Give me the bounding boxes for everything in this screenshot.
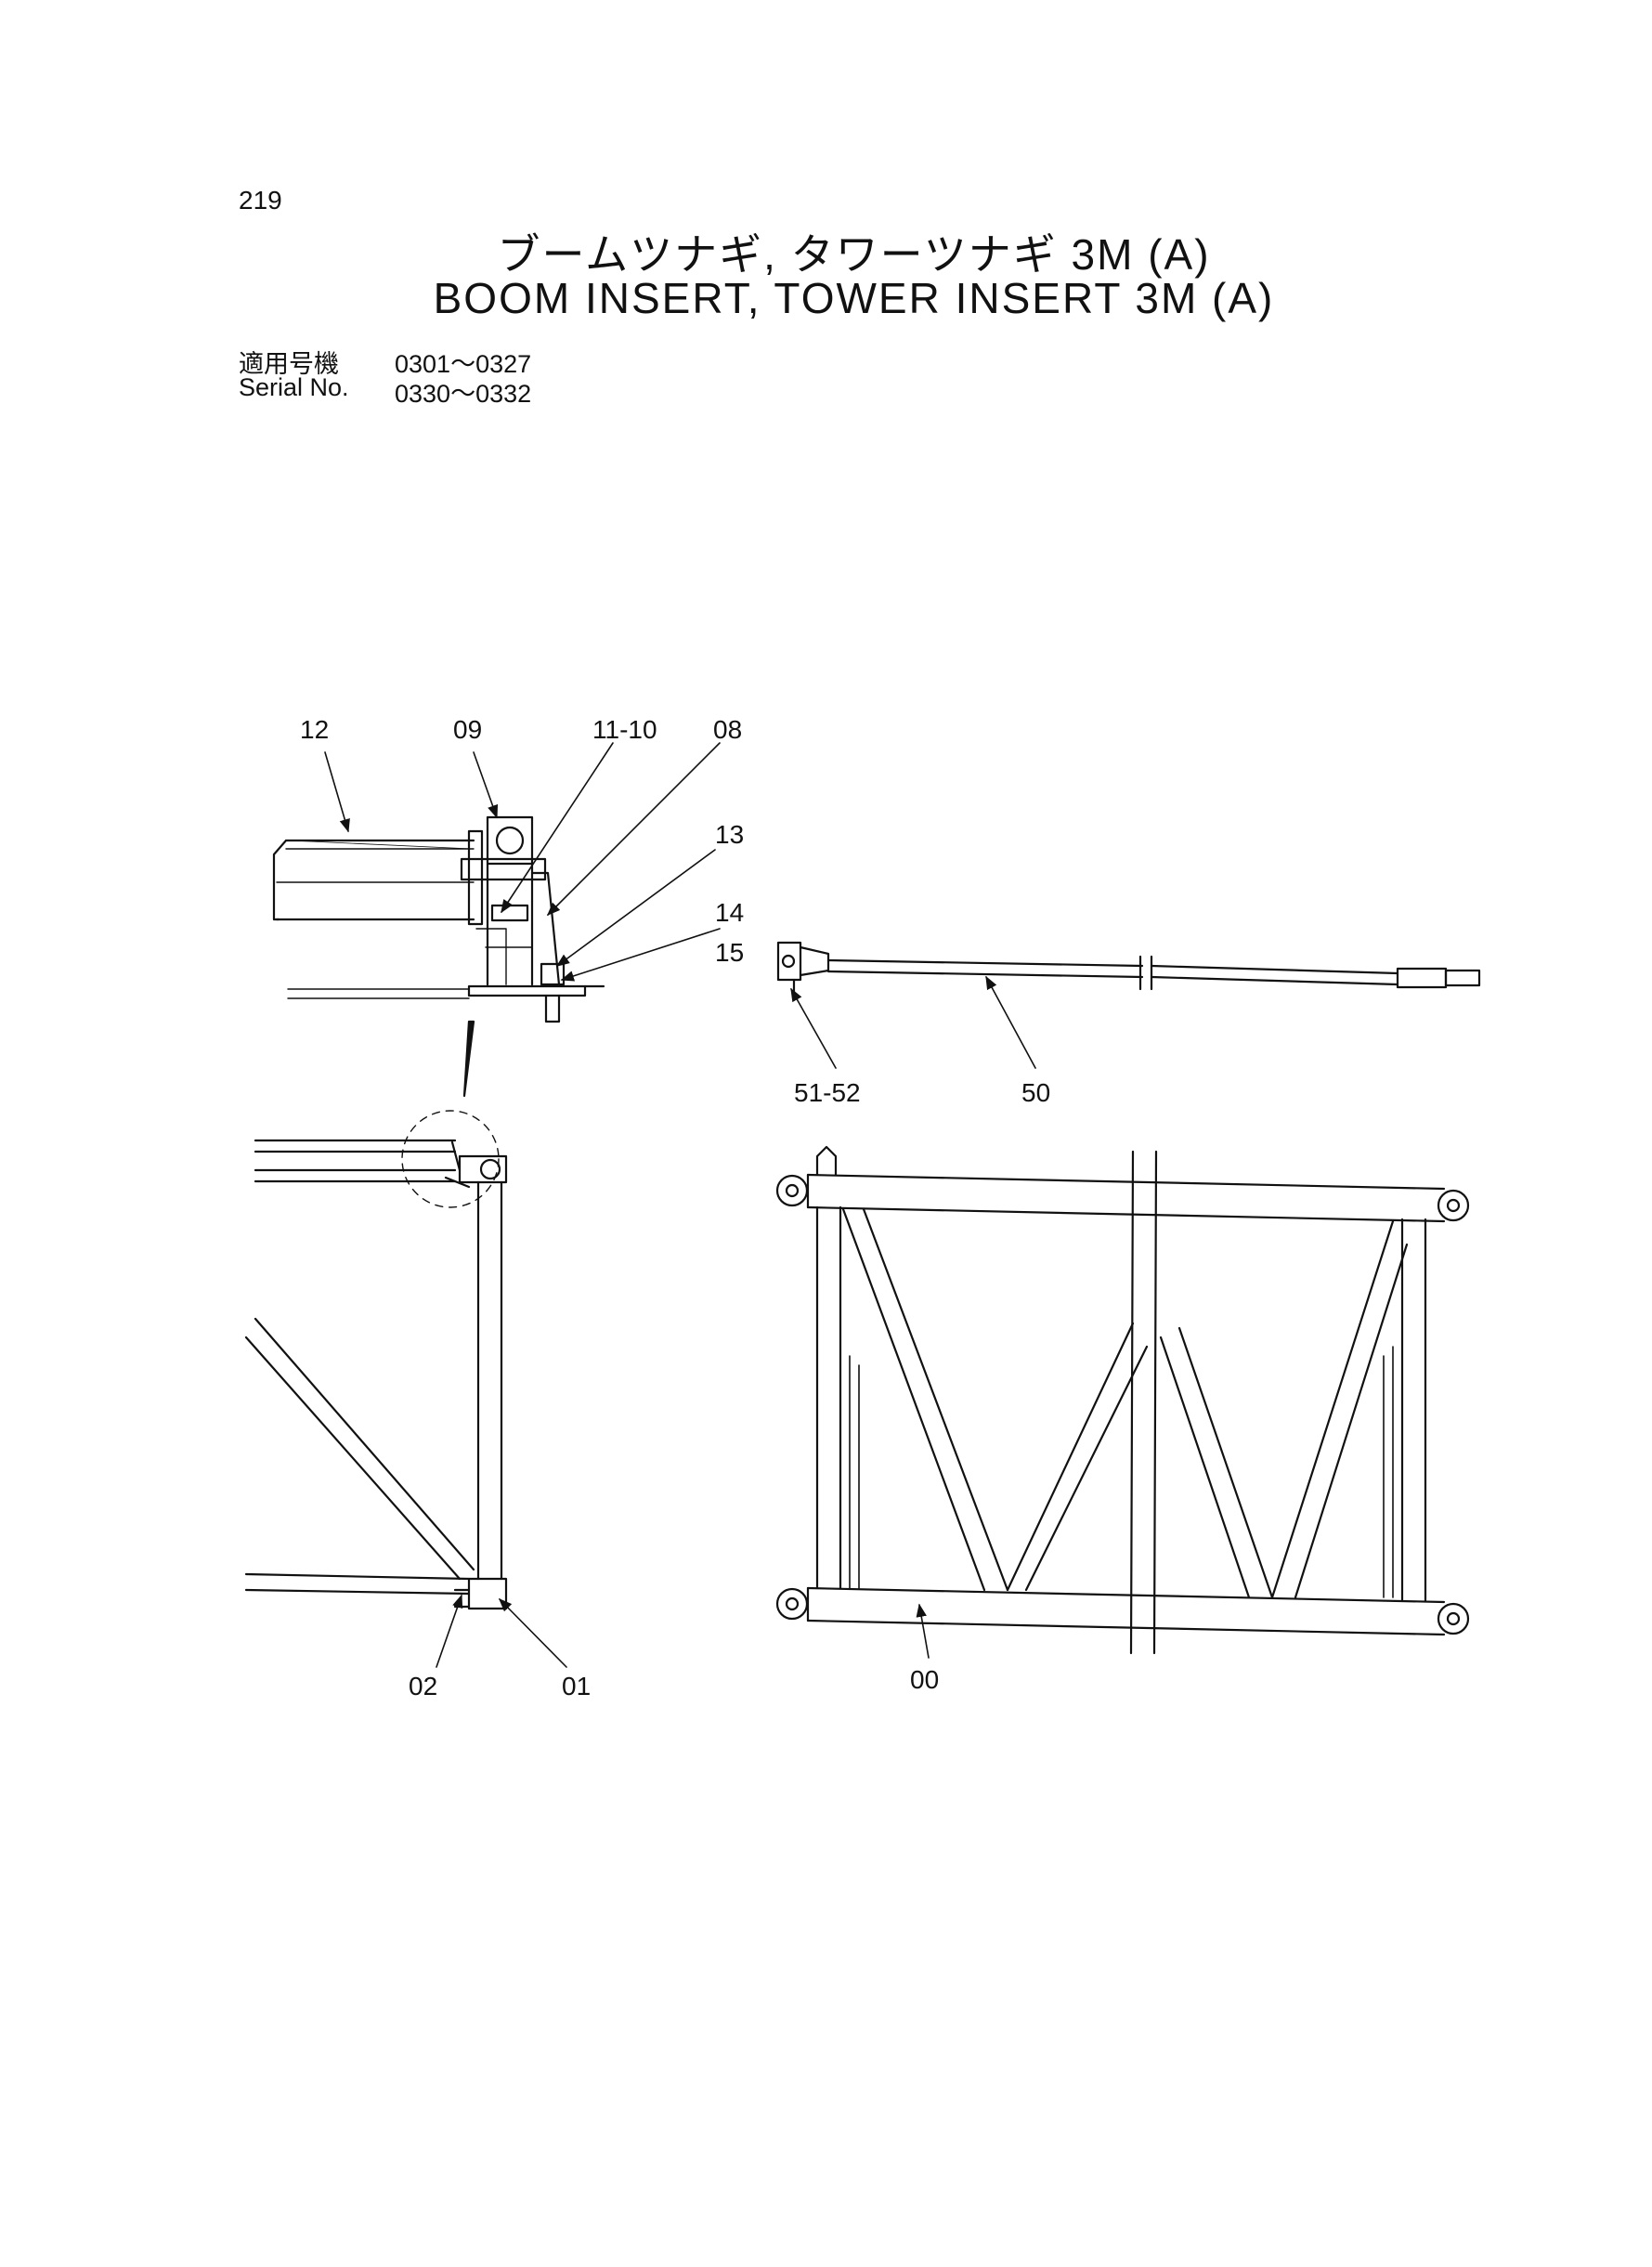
pin-connection-detail <box>272 815 605 1098</box>
serial-label-english: Serial No. <box>239 373 349 401</box>
callout-12: 12 <box>300 715 329 744</box>
page-number: 219 <box>239 186 282 215</box>
callout-01: 01 <box>562 1672 591 1700</box>
callout-51-52: 51-52 <box>794 1078 861 1107</box>
leaders-lower-left <box>436 1594 567 1668</box>
insert-frame <box>775 1145 1470 1655</box>
callout-00: 00 <box>910 1665 939 1694</box>
leaders-upper-right <box>790 975 1036 1069</box>
callout-14: 14 <box>715 898 744 927</box>
leaders-lower-right <box>916 1603 930 1659</box>
leaders-upper-left <box>324 742 721 982</box>
callout-13: 13 <box>715 820 744 849</box>
callout-08: 08 <box>713 715 742 744</box>
title-japanese: ブームツナギ, タワーツナギ 3M (A) <box>497 230 1211 279</box>
serial-range-2: 0330～0332 <box>395 380 532 408</box>
callout-02: 02 <box>409 1672 437 1700</box>
callout-11-10: 11-10 <box>592 715 657 744</box>
callout-15: 15 <box>715 938 744 967</box>
callout-09: 09 <box>453 715 482 744</box>
frame-side-view <box>244 1110 508 1610</box>
serial-label-japanese: 適用号機 <box>239 350 339 378</box>
serial-range-1: 0301～0327 <box>395 350 532 378</box>
pendant-rod <box>776 941 1481 994</box>
callout-50: 50 <box>1021 1078 1050 1107</box>
title-english: BOOM INSERT, TOWER INSERT 3M (A) <box>433 274 1275 322</box>
